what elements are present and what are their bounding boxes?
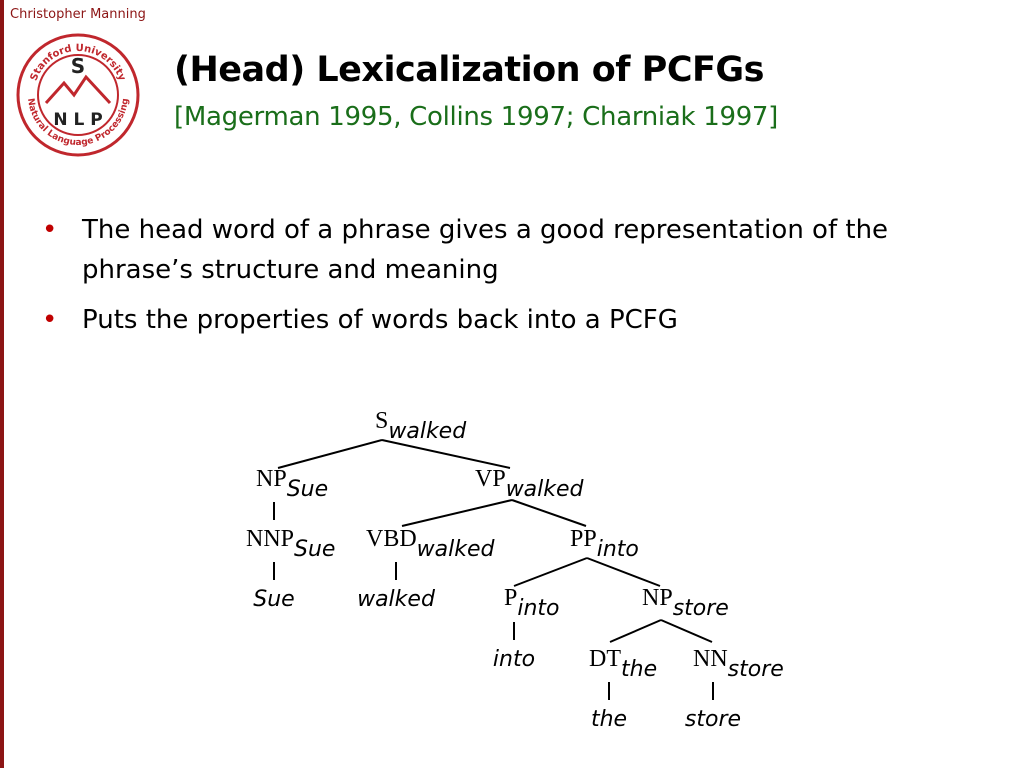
tree-leaf-store: store bbox=[685, 707, 741, 732]
left-accent-bar bbox=[0, 0, 4, 768]
tree-leaf-walked: walked bbox=[357, 587, 436, 612]
edge-vp-pp bbox=[511, 499, 587, 527]
logo-s-letter: S bbox=[71, 54, 85, 78]
bullet-item: • The head word of a phrase gives a good… bbox=[42, 210, 972, 290]
tree-node-pp: PPinto bbox=[570, 526, 639, 562]
edge-vp-vbd bbox=[401, 499, 513, 527]
edge-s-vp bbox=[381, 439, 511, 469]
bullet-list: • The head word of a phrase gives a good… bbox=[42, 210, 972, 350]
bullet-item: • Puts the properties of words back into… bbox=[42, 300, 972, 340]
tree-leaf-sue: Sue bbox=[253, 587, 294, 612]
edge-np-dt bbox=[609, 619, 662, 643]
tree-node-np-store: NPstore bbox=[642, 585, 729, 621]
author-name: Christopher Manning bbox=[10, 7, 146, 22]
tree-node-vbd: VBDwalked bbox=[366, 526, 496, 562]
bullet-text: The head word of a phrase gives a good r… bbox=[82, 215, 889, 285]
tree-node-p: Pinto bbox=[504, 585, 560, 621]
tree-node-dt: DTthe bbox=[589, 646, 657, 682]
edge-pp-p bbox=[513, 557, 588, 587]
edge-s-np bbox=[277, 439, 383, 469]
logo-nlp-letters: N L P bbox=[53, 110, 102, 130]
tree-node-np: NPSue bbox=[256, 466, 328, 502]
tree-leaf-the: the bbox=[591, 707, 627, 732]
bullet-marker: • bbox=[42, 305, 58, 335]
bullet-text: Puts the properties of words back into a… bbox=[82, 305, 678, 335]
tree-node-nn: NNstore bbox=[693, 646, 784, 682]
slide-subtitle-citation: [Magerman 1995, Collins 1997; Charniak 1… bbox=[174, 102, 779, 132]
tree-leaf-into: into bbox=[493, 647, 535, 672]
tree-node-s: Swalked bbox=[375, 408, 467, 444]
stanford-nlp-logo: Stanford University Natural Language Pro… bbox=[16, 33, 140, 157]
tree-node-nnp: NNPSue bbox=[246, 526, 335, 562]
bullet-marker: • bbox=[42, 215, 58, 245]
slide-title: (Head) Lexicalization of PCFGs bbox=[174, 50, 764, 90]
edge-pp-np bbox=[586, 557, 661, 587]
mountain-icon bbox=[44, 74, 112, 105]
tree-node-vp: VPwalked bbox=[475, 466, 585, 502]
edge-np-nn bbox=[660, 619, 713, 643]
